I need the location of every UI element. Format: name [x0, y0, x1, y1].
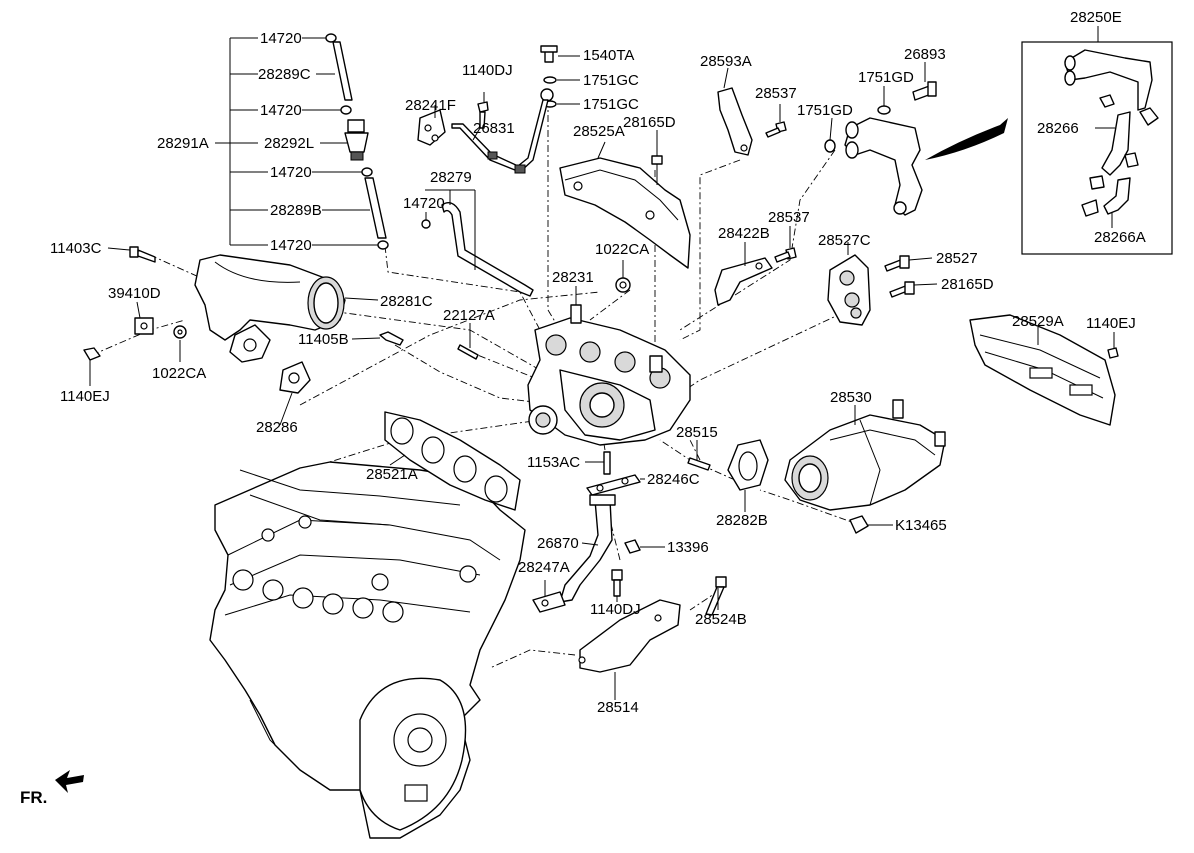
coolant-pipe-28250E [824, 62, 1008, 216]
stud-1153AC [585, 451, 611, 475]
label-28266: 28266 [1037, 120, 1079, 137]
label-1022CA-a: 1022CA [152, 365, 206, 382]
oil-return-pipe-26870 [559, 494, 616, 603]
oil-feed-line-26831 [417, 45, 580, 174]
label-28527C: 28527C [818, 232, 871, 249]
label-1022CA-b: 1022CA [595, 241, 649, 258]
nut-13396 [624, 539, 665, 554]
inset-28250E [1021, 26, 1173, 255]
bracket-28422B [714, 242, 773, 306]
label-28529A: 28529A [1012, 313, 1064, 330]
label-28524B: 28524B [695, 611, 747, 628]
label-14720-b: 14720 [260, 102, 302, 119]
bolt-28165D-right [889, 281, 938, 298]
label-1140DJ-b: 1140DJ [590, 601, 641, 618]
label-28282B: 28282B [716, 512, 768, 529]
label-1751GD-a: 1751GD [858, 69, 914, 86]
label-22127A: 22127A [443, 307, 495, 324]
heat-shield-28527C [827, 242, 871, 326]
label-28165D-b: 28165D [941, 276, 994, 293]
bolt-28537-upper [765, 104, 787, 138]
label-1751GC-b: 1751GC [583, 96, 639, 113]
label-28527: 28527 [936, 250, 978, 267]
label-fr: FR. [20, 788, 47, 807]
label-1140DJ-a: 1140DJ [462, 62, 513, 79]
label-26870: 26870 [537, 535, 579, 552]
label-28241F: 28241F [405, 97, 456, 114]
label-14720-a: 14720 [260, 30, 302, 47]
label-1751GC-a: 1751GC [583, 72, 639, 89]
label-28537-b: 28537 [768, 209, 810, 226]
bolt-28527-right [884, 255, 933, 272]
stud-28515 [687, 440, 711, 471]
exhaust-gasket-28521A [384, 411, 521, 511]
bracket-28593A [717, 67, 753, 156]
bolt-28165D-top [651, 130, 663, 185]
label-28537-a: 28537 [755, 85, 797, 102]
label-28515: 28515 [676, 424, 718, 441]
label-11403C: 11403C [50, 240, 102, 257]
bolt-28524B [705, 576, 727, 616]
label-28289C: 28289C [258, 66, 311, 83]
label-28422B: 28422B [718, 225, 770, 242]
label-28289B: 28289B [270, 202, 322, 219]
label-1140EJ-b: 1140EJ [1086, 315, 1136, 332]
engine-block [209, 461, 526, 839]
label-28279: 28279 [430, 169, 472, 186]
label-28530: 28530 [830, 389, 872, 406]
label-1153AC: 1153AC [527, 454, 580, 471]
label-11405B: 11405B [298, 331, 349, 348]
label-28266A: 28266A [1094, 229, 1146, 246]
left-fasteners [83, 246, 404, 386]
label-28286: 28286 [256, 419, 298, 436]
label-26831: 26831 [473, 120, 515, 137]
label-26893: 26893 [904, 46, 946, 63]
label-28593A: 28593A [700, 53, 752, 70]
gasket-28247A [532, 580, 566, 613]
label-1540TA: 1540TA [583, 47, 634, 64]
heat-shield-28525A [559, 141, 691, 269]
bolt-28537-lower [774, 226, 797, 263]
nut-1022CA-center [615, 260, 631, 293]
front-direction-arrow-icon [55, 770, 84, 793]
gasket-28246C [586, 474, 645, 496]
heat-shield-28529A [969, 314, 1119, 426]
label-14720-d: 14720 [270, 237, 312, 254]
gasket-28282B [727, 439, 769, 512]
label-28247A: 28247A [518, 559, 570, 576]
label-28165D-a: 28165D [623, 114, 676, 131]
hose-assembly-28291A [215, 33, 389, 250]
part-labels: 14720 28289C 14720 28292L 28291A 14720 2… [20, 9, 1146, 807]
stud-22127A [457, 323, 479, 360]
label-14720-e: 14720 [403, 195, 445, 212]
label-28281C: 28281C [380, 293, 433, 310]
catalytic-converter-28530 [784, 399, 946, 511]
label-1751GD-b: 1751GD [797, 102, 853, 119]
bolt-1140DJ-lower [611, 569, 623, 602]
intake-pipe-28281C [194, 254, 379, 426]
nut-K13465 [849, 515, 893, 534]
label-28521A: 28521A [366, 466, 418, 483]
label-28514: 28514 [597, 699, 639, 716]
label-28525A: 28525A [573, 123, 625, 140]
label-28291A: 28291A [157, 135, 209, 152]
bracket-28514 [578, 599, 681, 700]
label-1140EJ-a: 1140EJ [60, 388, 110, 405]
turbo-manifold-28231 [527, 286, 691, 446]
label-28231: 28231 [552, 269, 594, 286]
label-14720-c: 14720 [270, 164, 312, 181]
label-28250E: 28250E [1070, 9, 1122, 26]
label-28292L: 28292L [264, 135, 314, 152]
label-39410D: 39410D [108, 285, 161, 302]
label-K13465: K13465 [895, 517, 947, 534]
water-pipe-28279 [421, 189, 534, 297]
label-13396: 13396 [667, 539, 709, 556]
label-28246C: 28246C [647, 471, 700, 488]
